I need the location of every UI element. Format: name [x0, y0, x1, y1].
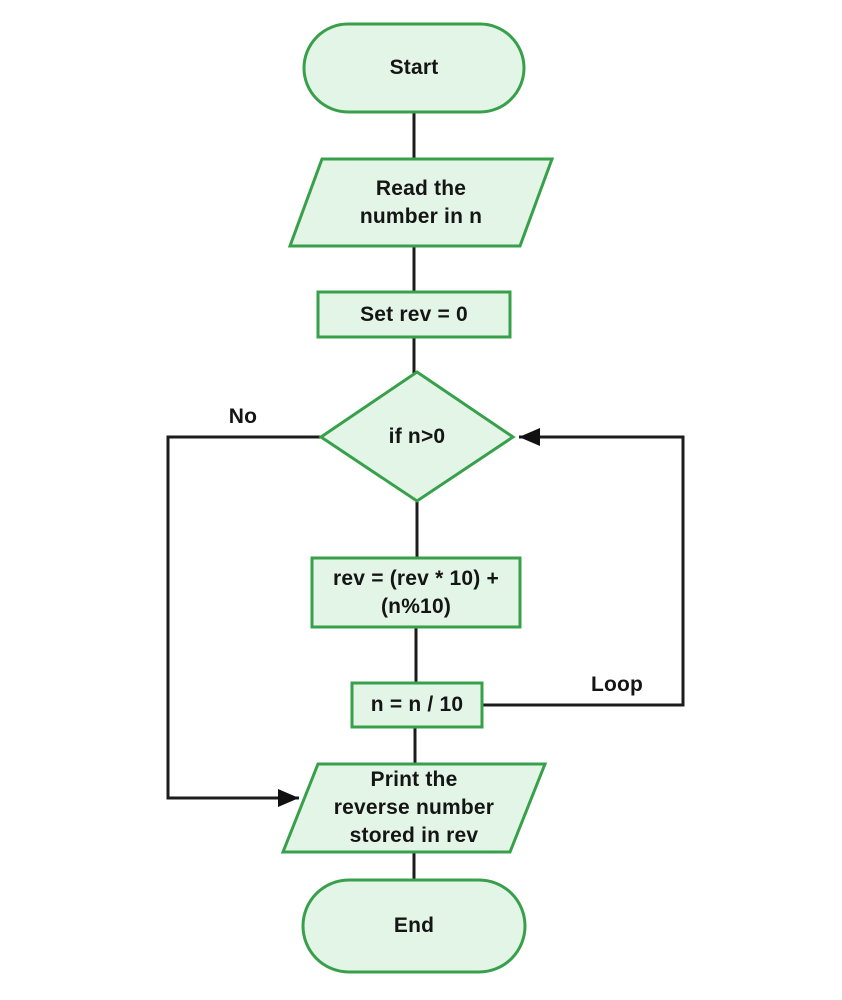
- print-rev-node-shape: [280, 762, 548, 854]
- start-node-shape: [302, 22, 526, 114]
- no-branch-label: No: [178, 402, 308, 432]
- label-line: No: [228, 405, 258, 428]
- loop-branch-label: Loop: [552, 670, 682, 700]
- end-node-shape: [301, 878, 527, 974]
- connector-no-branch: [166, 435, 323, 807]
- connector-loop-back: [482, 428, 685, 707]
- update-n-node-shape: [350, 681, 484, 729]
- label-line: Loop: [590, 673, 644, 696]
- init-rev-node-shape: [316, 290, 512, 339]
- read-input-node-shape: [287, 157, 555, 248]
- update-rev-node-shape: [310, 556, 522, 629]
- decision-node-shape: [318, 370, 516, 503]
